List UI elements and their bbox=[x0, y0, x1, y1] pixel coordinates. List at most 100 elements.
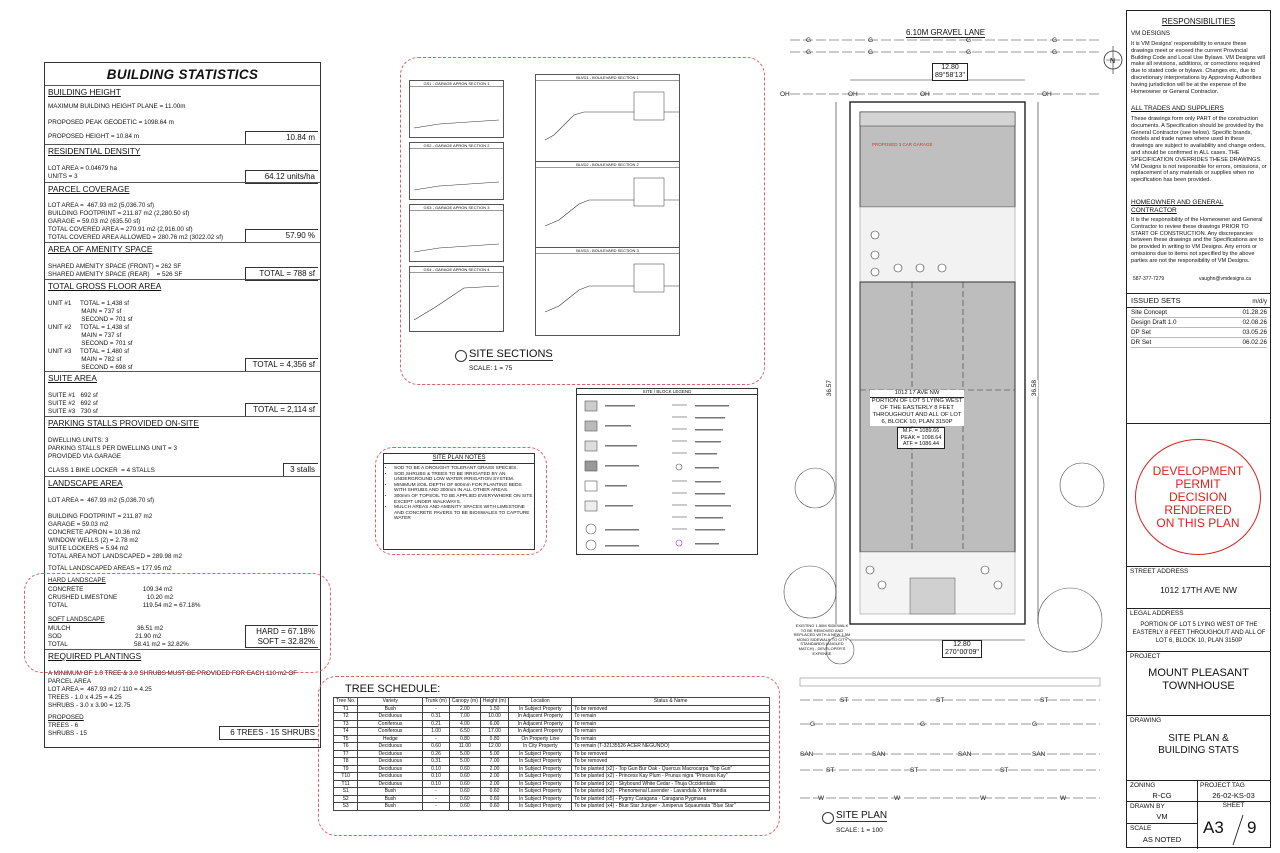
table-cell: Deciduous bbox=[357, 779, 424, 788]
table-cell: 0.26 bbox=[422, 749, 450, 758]
sidewalk-note: EXISTING 1.50M SIDEWALK TO BE REMOVED AN… bbox=[793, 623, 851, 656]
table-cell: 0.80 bbox=[448, 734, 481, 743]
table-cell: In Subject Property bbox=[508, 764, 573, 773]
section-title-marker bbox=[455, 350, 467, 362]
table-cell: 1.00 bbox=[422, 727, 450, 736]
scale-label: SCALE bbox=[1130, 825, 1152, 832]
tree-schedule-table: Tree No. Variety Trunk (m) Canopy (m) He… bbox=[332, 697, 770, 811]
table-cell: T1 bbox=[332, 704, 359, 713]
svg-text:SAN: SAN bbox=[872, 751, 886, 758]
utility-label-st: ST bbox=[840, 697, 848, 704]
table-cell: In Subject Property bbox=[508, 794, 573, 803]
table-cell: 0.10 bbox=[422, 772, 450, 781]
parking-heading: PARKING STALLS PROVIDED ON-SITE bbox=[48, 418, 199, 428]
drawn-by: VM bbox=[1156, 812, 1168, 821]
plan-address: 1012 17 AVE NW bbox=[870, 390, 964, 398]
table-cell: In Subject Property bbox=[508, 749, 573, 758]
gfa-line-7: UNIT #3 TOTAL = 1,480 sf bbox=[48, 348, 130, 355]
table-cell: 0.10 bbox=[422, 779, 450, 788]
gfa-line-8: MAIN = 782 sf bbox=[48, 356, 122, 363]
trades-heading: ALL TRADES AND SUPPLIERS bbox=[1131, 105, 1224, 112]
col-tree-no: Tree No. bbox=[332, 697, 359, 706]
table-cell: To remain bbox=[571, 712, 770, 721]
soft-line-3: TOTAL 58.41 m2 = 32.82% bbox=[48, 641, 189, 648]
amenity-line-2: SHARED AMENITY SPACE (REAR) = 526 SF bbox=[48, 271, 183, 278]
landscape-heading: LANDSCAPE AREA bbox=[48, 478, 123, 488]
svg-text:G: G bbox=[868, 37, 873, 44]
right-dimension: 36.58 bbox=[1031, 380, 1038, 397]
table-cell: 6.00 bbox=[479, 719, 510, 728]
svg-text:W: W bbox=[1060, 795, 1067, 802]
table-cell: 2.00 bbox=[479, 772, 510, 781]
table-cell: To remain bbox=[571, 734, 770, 743]
note-item: 300mm OF TOPSOIL TO BE APPLIED EVERYWHER… bbox=[394, 494, 534, 505]
col-location: Location bbox=[508, 697, 573, 706]
svg-text:ST: ST bbox=[936, 697, 944, 704]
legend-symbols bbox=[584, 400, 731, 551]
elev-atf: ATF = 1086.44 bbox=[902, 441, 940, 447]
table-cell: 2.00 bbox=[479, 764, 510, 773]
project-tag-label: PROJECT TAG bbox=[1200, 782, 1245, 789]
revision-cloud bbox=[24, 573, 331, 673]
table-cell: 0.80 bbox=[479, 734, 510, 743]
table-cell: To be removed bbox=[571, 704, 770, 713]
table-cell: 0.60 bbox=[479, 802, 510, 811]
site-plan-title-marker bbox=[822, 812, 834, 824]
bottom-dim-value: 12.80 bbox=[953, 641, 971, 648]
suite-heading: SUITE AREA bbox=[48, 373, 97, 383]
table-cell: S1 bbox=[332, 787, 359, 796]
drawn-by-label: DRAWN BY bbox=[1130, 803, 1165, 810]
hard-line-2: CRUSHED LIMESTONE 10.20 m2 bbox=[48, 594, 174, 601]
table-cell: Deciduous bbox=[357, 772, 424, 781]
table-cell: Bush bbox=[357, 704, 424, 713]
density-line-1: LOT AREA = 0.04679 ha bbox=[48, 165, 118, 172]
proposed-heading: PROPOSED bbox=[48, 714, 84, 721]
table-cell: T4 bbox=[332, 727, 359, 736]
table-cell: 0.60 bbox=[448, 794, 481, 803]
table-cell: 5.00 bbox=[479, 749, 510, 758]
table-cell: 0.31 bbox=[422, 712, 450, 721]
project-name: MOUNT PLEASANT TOWNHOUSE bbox=[1148, 667, 1249, 692]
gfa-line-2: MAIN = 737 sf bbox=[48, 308, 122, 315]
tree-schedule-title: TREE SCHEDULE: bbox=[345, 683, 441, 695]
table-cell: S3 bbox=[332, 802, 359, 811]
svg-text:SAN: SAN bbox=[1032, 751, 1046, 758]
coverage-line-1: LOT AREA = 467.93 m2 (5,036.70 sf) bbox=[48, 202, 155, 209]
gfa-line-1: UNIT #1 TOTAL = 1,438 sf bbox=[48, 300, 130, 307]
landscape-line-1: LOT AREA = 467.93 m2 (5,036.70 sf) bbox=[48, 497, 155, 504]
site-sections-scale: SCALE: 1 = 75 bbox=[469, 365, 513, 372]
coverage-value: 57.90 % bbox=[245, 229, 318, 243]
utility-label-san: SAN bbox=[800, 751, 814, 758]
plantings-line-5: SHRUBS - 3.0 x 3.90 = 12.75 bbox=[48, 702, 131, 709]
table-cell: 0.10 bbox=[422, 764, 450, 773]
garage-section-2-label: GS2 - GARAGE APRON SECTION 2 bbox=[410, 143, 503, 149]
suite-value: TOTAL = 2,114 sf bbox=[245, 403, 318, 417]
section-profiles bbox=[413, 91, 679, 321]
col-trunk: Trunk (m) bbox=[422, 697, 450, 706]
table-cell: To be planted (x5) - Pygmy Caragana - Ca… bbox=[571, 794, 770, 803]
boulevard-section-3-label: BLVD3 - BOULEVARD SECTION 3 bbox=[536, 248, 679, 254]
top-dimension: 12.80 89°58'13" bbox=[932, 63, 968, 81]
table-cell: T7 bbox=[332, 749, 359, 758]
table-cell: Hedge bbox=[357, 734, 424, 743]
table-cell: 0.60 bbox=[448, 772, 481, 781]
table-cell: Deciduous bbox=[357, 742, 424, 751]
project-tag: 26-02-KS-03 bbox=[1212, 791, 1255, 800]
table-cell: 11.00 bbox=[448, 742, 481, 751]
parking-line-1: DWELLING UNITS: 3 bbox=[48, 437, 109, 444]
table-cell: To be planted (x2) - Skybound White Ceda… bbox=[571, 779, 770, 788]
issued-date-format: m/d/y bbox=[1252, 299, 1267, 305]
svg-text:G: G bbox=[920, 721, 925, 728]
table-cell: 7.00 bbox=[448, 712, 481, 721]
table-cell: 5.00 bbox=[448, 757, 481, 766]
table-cell: T11 bbox=[332, 779, 359, 788]
svg-text:ST: ST bbox=[1000, 767, 1008, 774]
svg-text:ST: ST bbox=[910, 767, 918, 774]
gfa-line-4: UNIT #2 TOTAL = 1,438 sf bbox=[48, 324, 130, 331]
bottom-dim-bearing: 270°00'09" bbox=[945, 649, 979, 656]
site-plan-scale: SCALE: 1 = 100 bbox=[836, 827, 883, 834]
